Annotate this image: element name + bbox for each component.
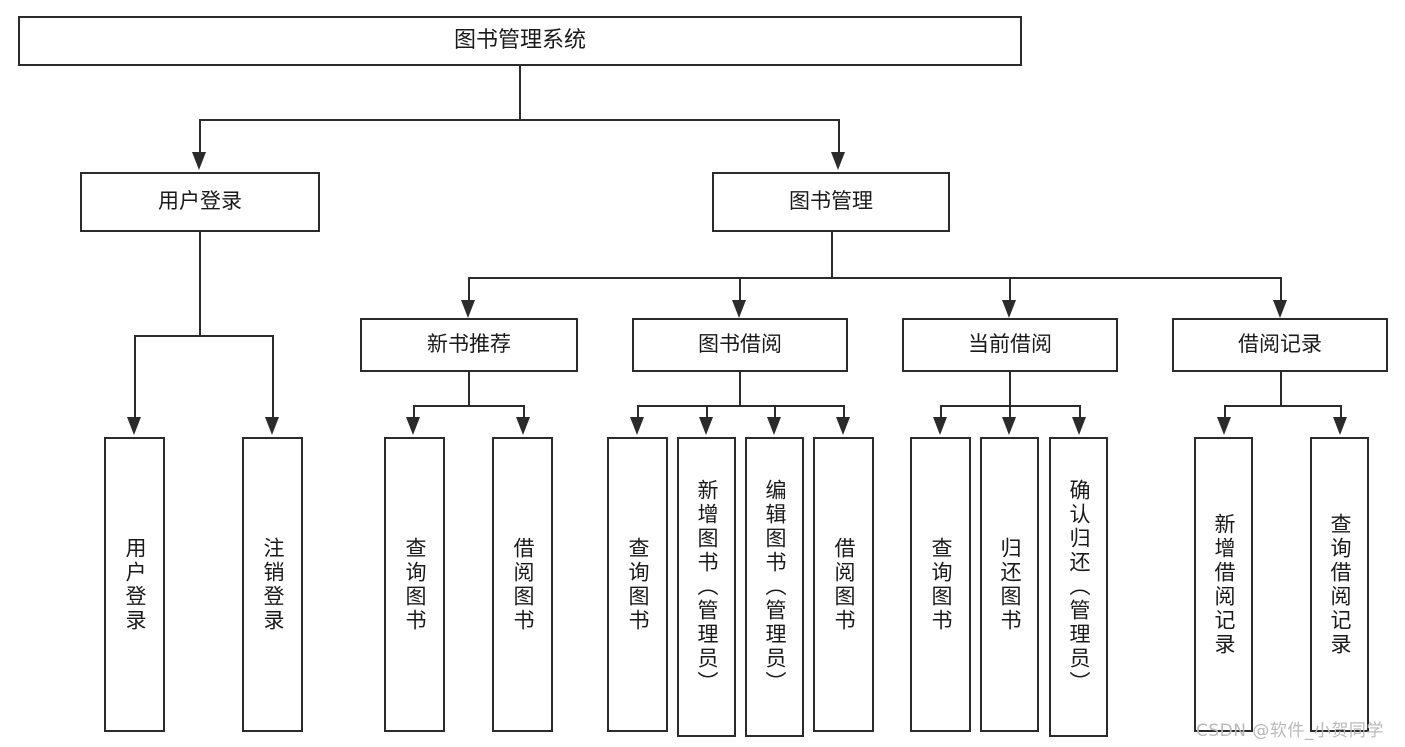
watermark-credit: CSDN @软件_小贺同学 xyxy=(1196,721,1384,741)
leaf-query-book-borrow-label: 查询图书 xyxy=(626,536,650,633)
arrowhead-leaf-query-book-1 xyxy=(406,417,420,435)
connector-current-borrow-stem xyxy=(1009,372,1011,405)
arrowhead-leaf-edit-book xyxy=(767,417,781,435)
connector-br-drop-1 xyxy=(1224,405,1226,419)
arrowhead-leaf-confirm-return xyxy=(1072,417,1086,435)
leaf-borrow-book-recommend-label: 借阅图书 xyxy=(511,536,535,633)
connector-book-borrow-stem xyxy=(739,372,741,405)
leaf-add-borrow-record[interactable]: 新增借阅记录 xyxy=(1194,437,1253,732)
leaf-edit-book[interactable]: 编辑图书（管理员） xyxy=(745,437,804,737)
connector-book-borrow-bus xyxy=(637,405,843,407)
connector-user-login-bus xyxy=(134,335,272,337)
arrowhead-leaf-logout xyxy=(265,417,279,435)
arrowhead-leaf-add-book xyxy=(699,417,713,435)
leaf-confirm-return-label: 确认归还（管理员） xyxy=(1067,479,1091,695)
arrowhead-leaf-add-record xyxy=(1217,417,1231,435)
node-new-book-recommend[interactable]: 新书推荐 xyxy=(360,318,578,372)
connector-borrow-record-bus xyxy=(1224,405,1340,407)
connector-book-manage-stem xyxy=(831,232,833,277)
leaf-query-book-recommend[interactable]: 查询图书 xyxy=(384,437,445,732)
leaf-user-login-label: 用户登录 xyxy=(123,536,147,633)
node-book-borrow-label: 图书借阅 xyxy=(698,332,782,357)
arrowhead-leaf-borrow-book-2 xyxy=(836,417,850,435)
connector-user-login-stem xyxy=(199,232,201,335)
node-user-login[interactable]: 用户登录 xyxy=(80,172,320,232)
connector-bb-drop-1 xyxy=(637,405,639,419)
connector-user-login-drop-1 xyxy=(134,335,136,419)
node-borrow-record[interactable]: 借阅记录 xyxy=(1172,318,1388,372)
leaf-borrow-book-recommend[interactable]: 借阅图书 xyxy=(492,437,553,732)
node-current-borrow-label: 当前借阅 xyxy=(968,332,1052,357)
arrowhead-leaf-borrow-book-1 xyxy=(516,417,530,435)
connector-cb-drop-2 xyxy=(1009,405,1011,419)
connector-level3-bus xyxy=(468,277,1280,279)
connector-root-stem xyxy=(519,66,521,119)
leaf-query-book-current[interactable]: 查询图书 xyxy=(910,437,971,732)
arrowhead-book-manage xyxy=(831,152,845,170)
node-borrow-record-label: 借阅记录 xyxy=(1238,332,1322,357)
arrowhead-borrow-record xyxy=(1273,300,1287,318)
leaf-add-book-label: 新增图书（管理员） xyxy=(695,479,719,695)
leaf-query-book-borrow[interactable]: 查询图书 xyxy=(607,437,668,732)
arrowhead-book-borrow xyxy=(732,300,746,318)
node-new-book-recommend-label: 新书推荐 xyxy=(427,332,511,357)
leaf-return-book-label: 归还图书 xyxy=(998,536,1022,633)
connector-cb-drop-3 xyxy=(1079,405,1081,419)
connector-new-book-recommend-stem xyxy=(468,372,470,405)
connector-level3-drop-1 xyxy=(468,277,470,302)
connector-new-book-recommend-bus xyxy=(413,405,523,407)
connector-level2-drop-right xyxy=(838,119,840,154)
leaf-query-book-current-label: 查询图书 xyxy=(929,536,953,633)
connector-user-login-drop-2 xyxy=(272,335,274,419)
node-book-borrow[interactable]: 图书借阅 xyxy=(632,318,848,372)
leaf-logout-label: 注销登录 xyxy=(261,536,285,633)
node-root-system[interactable]: 图书管理系统 xyxy=(18,16,1022,66)
node-book-manage[interactable]: 图书管理 xyxy=(712,172,950,232)
connector-nbr-drop-2 xyxy=(523,405,525,419)
leaf-confirm-return[interactable]: 确认归还（管理员） xyxy=(1049,437,1108,737)
connector-bb-drop-2 xyxy=(706,405,708,419)
leaf-add-book[interactable]: 新增图书（管理员） xyxy=(677,437,736,737)
leaf-query-borrow-record[interactable]: 查询借阅记录 xyxy=(1310,437,1369,732)
leaf-user-login[interactable]: 用户登录 xyxy=(104,437,165,732)
leaf-return-book[interactable]: 归还图书 xyxy=(980,437,1039,732)
connector-borrow-record-stem xyxy=(1280,372,1282,405)
arrowhead-leaf-query-record xyxy=(1333,417,1347,435)
arrowhead-leaf-query-book-3 xyxy=(933,417,947,435)
leaf-query-borrow-record-label: 查询借阅记录 xyxy=(1328,512,1352,657)
leaf-borrow-book-label: 借阅图书 xyxy=(832,536,856,633)
leaf-logout[interactable]: 注销登录 xyxy=(242,437,303,732)
arrowhead-leaf-query-book-2 xyxy=(630,417,644,435)
leaf-borrow-book[interactable]: 借阅图书 xyxy=(813,437,874,732)
leaf-query-book-recommend-label: 查询图书 xyxy=(403,536,427,633)
connector-level2-bus xyxy=(199,119,839,121)
leaf-add-borrow-record-label: 新增借阅记录 xyxy=(1212,512,1236,657)
arrowhead-leaf-user-login xyxy=(127,417,141,435)
connector-bb-drop-4 xyxy=(843,405,845,419)
arrowhead-user-login xyxy=(192,152,206,170)
node-root-system-label: 图书管理系统 xyxy=(453,27,586,53)
arrowhead-new-book-recommend xyxy=(461,300,475,318)
arrowhead-leaf-return-book xyxy=(1002,417,1016,435)
connector-bb-drop-3 xyxy=(774,405,776,419)
leaf-edit-book-label: 编辑图书（管理员） xyxy=(763,479,787,695)
arrowhead-current-borrow xyxy=(1002,300,1016,318)
node-user-login-label: 用户登录 xyxy=(158,189,242,214)
connector-level2-drop-left xyxy=(199,119,201,154)
connector-nbr-drop-1 xyxy=(413,405,415,419)
node-current-borrow[interactable]: 当前借阅 xyxy=(902,318,1118,372)
connector-level3-drop-3 xyxy=(1009,277,1011,302)
connector-br-drop-2 xyxy=(1340,405,1342,419)
connector-level3-drop-2 xyxy=(739,277,741,302)
connector-level3-drop-4 xyxy=(1280,277,1282,302)
connector-cb-drop-1 xyxy=(940,405,942,419)
node-book-manage-label: 图书管理 xyxy=(789,189,873,214)
